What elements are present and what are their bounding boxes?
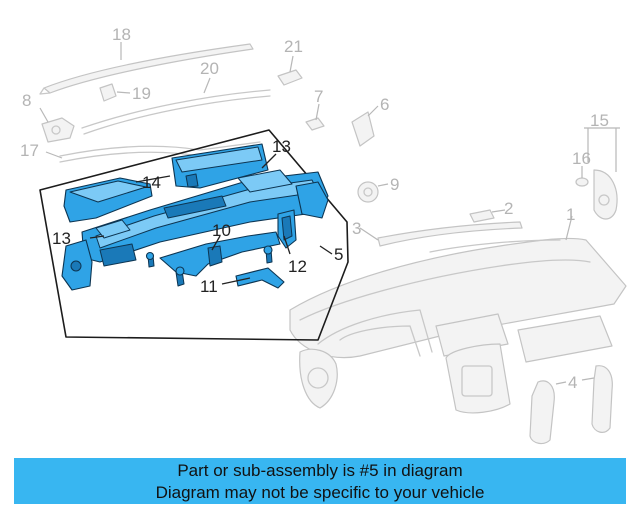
- callout-7: 7: [314, 87, 323, 106]
- info-banner: Part or sub-assembly is #5 in diagram Di…: [14, 458, 626, 504]
- callout-8: 8: [22, 91, 31, 110]
- leaders-dark: [89, 153, 291, 285]
- callout-11: 11: [200, 277, 218, 296]
- part-21-sensor: [277, 55, 303, 86]
- callout-numbers: 18 21 20 19 8 7 6 17 15 16 9 2 3 1 4 14 …: [20, 25, 609, 392]
- part-18-trim-strip: [39, 42, 254, 95]
- part-16-clip: [575, 166, 589, 187]
- callout-4: 4: [568, 373, 577, 392]
- callout-17: 17: [20, 141, 39, 160]
- callout-14: 14: [142, 173, 161, 192]
- callout-9: 9: [390, 175, 399, 194]
- assembly-5-outline: [39, 129, 349, 341]
- part-19-clip: [99, 83, 131, 102]
- callout-16: 16: [572, 149, 591, 168]
- callout-21: 21: [284, 37, 303, 56]
- lower-brace: [235, 267, 285, 289]
- banner-line-2: Diagram may not be specific to your vehi…: [155, 483, 485, 502]
- callout-10: 10: [212, 221, 231, 240]
- part-1-instrument-panel: [289, 215, 627, 414]
- highlighted-assembly-5: [61, 143, 329, 291]
- right-end-duct: [295, 181, 329, 219]
- part-4-vents: [529, 365, 613, 445]
- part-6-bracket: [351, 105, 379, 147]
- part-15-end-cap: [584, 127, 620, 220]
- banner-line-1: Part or sub-assembly is #5 in diagram: [177, 461, 463, 480]
- callout-6: 6: [380, 95, 389, 114]
- callout-19: 19: [132, 84, 151, 103]
- callout-20: 20: [200, 59, 219, 78]
- parts-diagram: 18 21 20 19 8 7 6 17 15 16 9 2 3 1 4 14 …: [20, 25, 627, 445]
- callout-3: 3: [352, 219, 361, 238]
- part-2-clip: [469, 209, 506, 223]
- callout-2: 2: [504, 199, 513, 218]
- bolts: [145, 245, 273, 287]
- leader-5: [319, 245, 333, 255]
- callout-18: 18: [112, 25, 131, 44]
- callout-12: 12: [288, 257, 307, 276]
- part-7-clip: [305, 103, 325, 131]
- part-3-trim: [359, 221, 523, 247]
- callout-13-upper: 13: [272, 137, 291, 156]
- part-8-bracket: [39, 107, 75, 143]
- part-20-defroster-strip: [81, 77, 271, 135]
- callout-5: 5: [334, 245, 343, 264]
- callout-1: 1: [566, 205, 575, 224]
- callout-13-lower: 13: [52, 229, 71, 248]
- part-9-grommet: [357, 181, 389, 203]
- callout-15: 15: [590, 111, 609, 130]
